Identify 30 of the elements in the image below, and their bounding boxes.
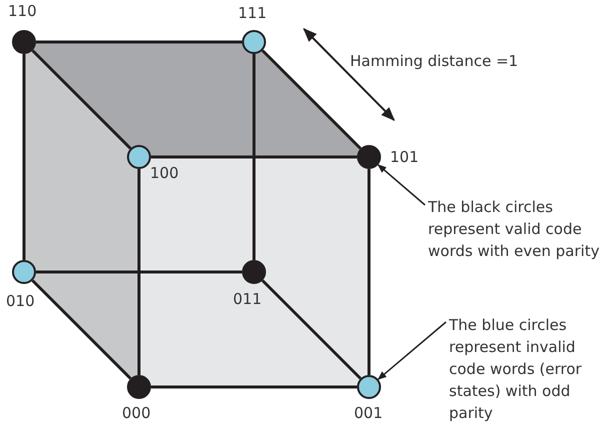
- vertex-label: 101: [390, 148, 419, 166]
- vertex-circle: [242, 30, 266, 54]
- cube-edge: [31, 279, 132, 380]
- leader-line: [378, 321, 446, 380]
- vertex-label: 110: [8, 2, 37, 20]
- cube-edge: [252, 54, 256, 260]
- vertex-circle: [357, 375, 381, 399]
- vertex-circle: [357, 145, 381, 169]
- leader-line: [377, 164, 426, 206]
- note-text: The black circles represent valid code words with even parity: [428, 196, 600, 262]
- cube-edge: [151, 386, 357, 388]
- cube-edge: [36, 270, 242, 274]
- vertex-label: 100: [150, 164, 179, 182]
- cube-edge: [261, 279, 362, 380]
- vertex-circle: [12, 260, 36, 284]
- vertex-label: 000: [122, 404, 151, 422]
- cube-edge: [261, 49, 362, 150]
- vertex-label: 111: [238, 4, 267, 22]
- cube-edge: [36, 40, 242, 44]
- note-text: The blue circles represent invalid code words (error states) with odd parity: [449, 314, 599, 424]
- vertex-circle: [12, 30, 36, 54]
- cube-edge: [368, 169, 370, 375]
- vertex-label: 010: [6, 292, 35, 310]
- vertex-label: 001: [354, 404, 383, 422]
- vertex-circle: [127, 375, 151, 399]
- cube-edge: [22, 54, 26, 260]
- annotation-text: Hamming distance =1: [350, 52, 518, 70]
- cube-edge: [31, 49, 132, 150]
- cube-edge: [151, 156, 357, 158]
- vertex-label: 011: [233, 290, 262, 308]
